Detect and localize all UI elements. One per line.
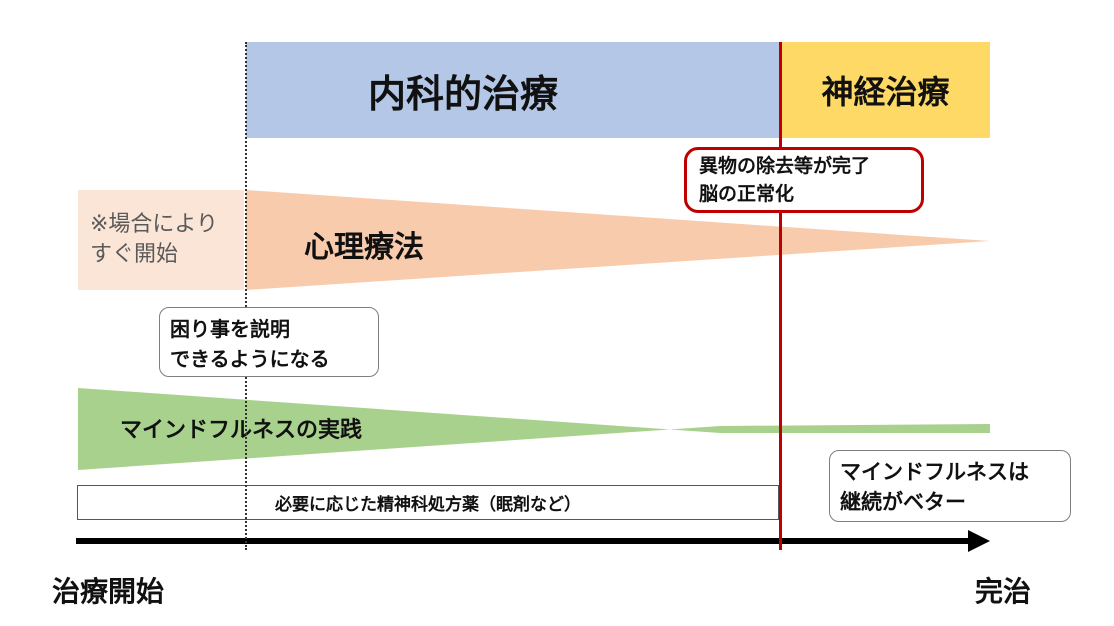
callout-continue-line2: 継続がベター: [840, 490, 966, 514]
timeline-start-label: 治療開始: [52, 575, 165, 608]
early-start-note-band: ※場合により すぐ開始: [78, 190, 244, 290]
callout-explain-line1: 困り事を説明: [170, 317, 290, 341]
callout-continue: マインドフルネスは 継続がベター: [829, 450, 1071, 522]
early-start-note-line1: ※場合により: [90, 212, 218, 237]
milestone-line1: 異物の除去等が完了: [699, 155, 871, 177]
prescription-label: 必要に応じた精神科処方薬（眠剤など）: [275, 495, 581, 515]
neuro-treatment-label: 神経治療: [821, 73, 950, 111]
callout-explain: 困り事を説明 できるようになる: [159, 307, 379, 377]
psychotherapy-wedge: [246, 190, 990, 290]
milestone-line2: 脳の正常化: [699, 183, 795, 205]
timeline-arrowhead: [968, 530, 990, 552]
psychotherapy-label: 心理療法: [304, 230, 424, 265]
medical-treatment-block: 内科的治療: [246, 42, 780, 138]
timeline-end-label: 完治: [975, 575, 1032, 608]
neuro-treatment-block: 神経治療: [781, 42, 990, 138]
mindfulness-wedge: [78, 388, 990, 470]
early-start-note: ※場合により すぐ開始: [90, 210, 218, 270]
callout-continue-line1: マインドフルネスは: [840, 460, 1029, 484]
start-dotted-line: [245, 42, 247, 550]
medical-treatment-label: 内科的治療: [367, 71, 558, 116]
early-start-note-line2: すぐ開始: [90, 242, 179, 267]
prescription-bar: 必要に応じた精神科処方薬（眠剤など）: [77, 485, 779, 520]
milestone-red-line: [779, 42, 782, 550]
milestone-box: 異物の除去等が完了 脳の正常化: [684, 147, 924, 213]
callout-explain-line2: できるようになる: [170, 347, 330, 371]
mindfulness-label: マインドフルネスの実践: [120, 418, 363, 443]
